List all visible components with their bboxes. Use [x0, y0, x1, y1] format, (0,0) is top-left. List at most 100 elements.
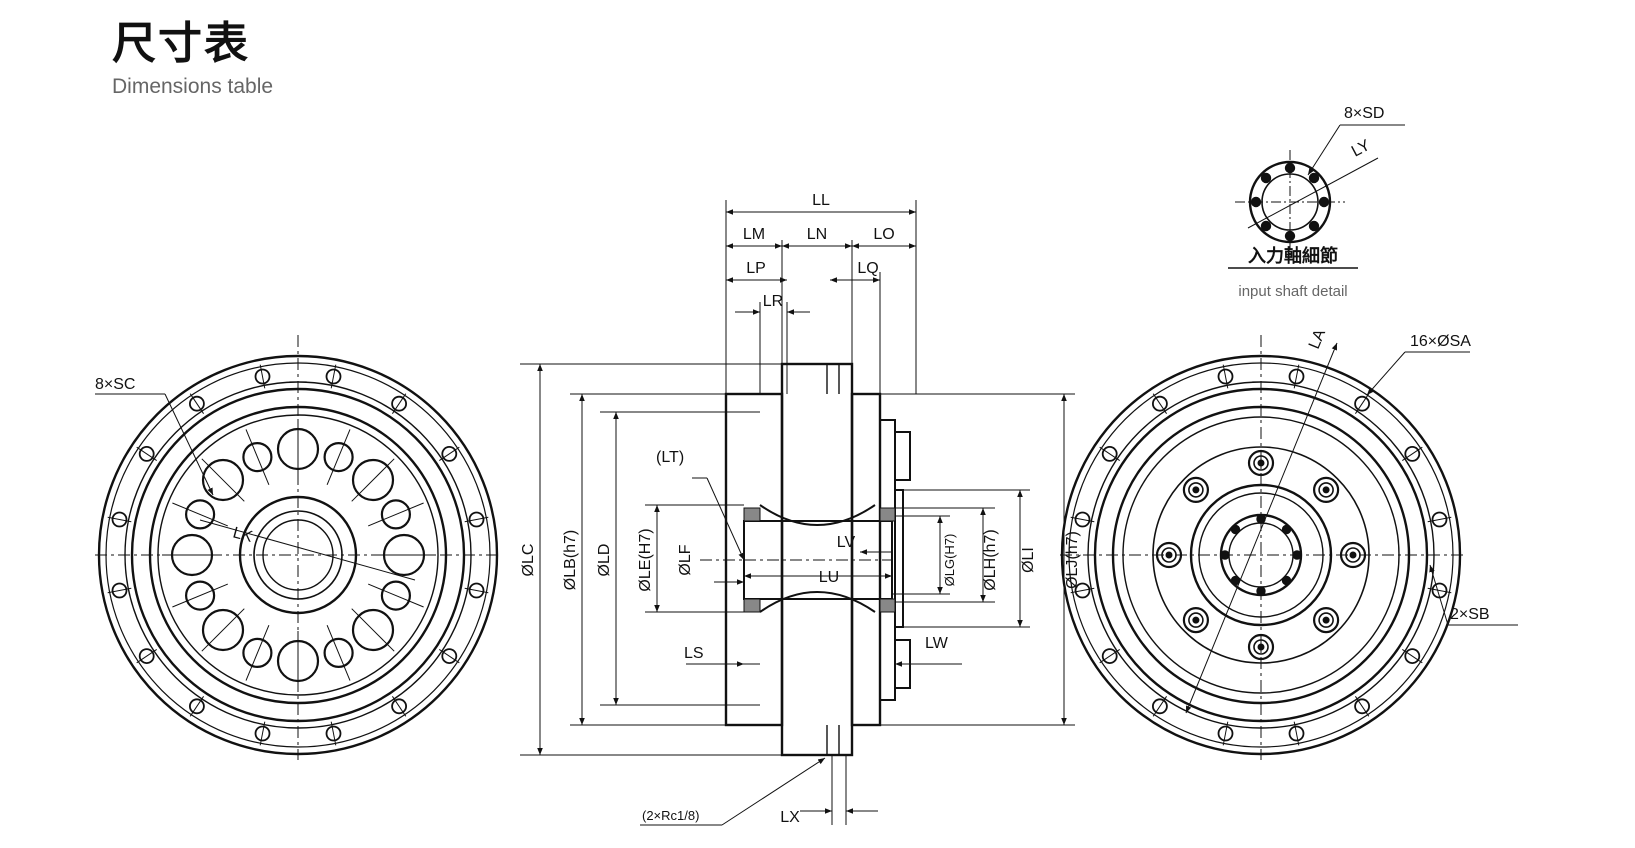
hole-centerline: [1152, 696, 1168, 717]
mounting-hole: [468, 511, 485, 528]
mounting-hole: [325, 725, 342, 742]
label-lq: LQ: [857, 260, 878, 277]
bolt-hole-core: [1349, 551, 1357, 559]
label-lo: LO: [873, 226, 894, 243]
input-small-hole: [1220, 550, 1230, 560]
hole-centerline: [326, 429, 351, 485]
mounting-hole: [1152, 698, 1168, 715]
label-lf: ØLF: [677, 544, 694, 575]
label-lj: ØLJ(h7): [1064, 531, 1081, 589]
mounting-hole: [1354, 395, 1370, 412]
label-ld: ØLD: [596, 544, 613, 577]
detail-hole: [1284, 162, 1296, 174]
detail-holes: [1250, 162, 1330, 242]
bolt-hole-core: [1257, 643, 1265, 651]
section-left-labels: ØLC ØLB(h7) ØLD ØLE(H7) ØLF: [520, 528, 694, 591]
label-li: ØLI: [1020, 547, 1037, 573]
detail-hole: [1284, 230, 1296, 242]
bolt-hole-core: [1257, 459, 1265, 467]
label-rc: (2×Rc1/8): [642, 808, 699, 823]
label-lu: LU: [819, 569, 839, 586]
label-ln: LN: [807, 226, 827, 243]
label-lw: LW: [925, 635, 949, 652]
output-hole-large: [351, 458, 395, 502]
mounting-holes-outer: [107, 364, 489, 746]
hole-centerline: [368, 502, 424, 527]
label-ll: LL: [812, 192, 830, 209]
detail-hole: [1308, 220, 1320, 232]
hole-centerline: [245, 429, 270, 485]
detail-hole: [1260, 220, 1272, 232]
hole-centerline: [1070, 516, 1095, 523]
hole-centerline: [201, 608, 245, 652]
input-small-hole: [1230, 575, 1241, 586]
hole-centerline: [1354, 393, 1370, 414]
hole-centerline: [330, 721, 337, 746]
mounting-hole: [468, 582, 485, 599]
label-lk: LK: [231, 524, 255, 546]
hole-centerline: [330, 364, 337, 389]
hole-centerline: [1427, 516, 1452, 523]
detail-caption-jp: 入力軸細節: [1248, 245, 1338, 267]
hole-centerline: [1427, 587, 1452, 594]
detail-hole: [1318, 196, 1330, 208]
output-hole-large: [351, 608, 395, 652]
mounting-hole: [325, 368, 342, 385]
hole-centerline: [1293, 364, 1300, 389]
hole-centerline: [1070, 587, 1095, 594]
bolt-hole-core: [1192, 486, 1200, 494]
bolt-hole-inner: [1345, 547, 1361, 563]
label-16xsa: 16×ØSA: [1410, 333, 1471, 350]
bolt-hole-core: [1165, 551, 1173, 559]
label-le: ØLE(H7): [637, 528, 654, 591]
mounting-hole: [111, 511, 128, 528]
input-small-hole: [1292, 550, 1302, 560]
hole-centerline: [1152, 393, 1168, 414]
output-holes-ring: [162, 419, 434, 691]
hole-centerline: [259, 721, 266, 746]
label-lh: ØLH(h7): [982, 529, 999, 590]
output-hole-small: [323, 637, 354, 669]
hole-centerline: [464, 587, 489, 594]
label-lv: LV: [837, 534, 856, 551]
output-hole-small: [242, 442, 273, 473]
hole-centerline: [1354, 696, 1370, 717]
mounting-hole: [1354, 698, 1370, 715]
mounting-hole: [138, 445, 155, 462]
hole-centerline: [172, 502, 228, 527]
hole-centerline: [1402, 446, 1423, 462]
mounting-hole: [1288, 725, 1305, 742]
hole-centerline: [107, 516, 132, 523]
hole-centerline: [368, 583, 424, 608]
hole-centerline: [136, 648, 157, 664]
mounting-hole: [1217, 725, 1234, 742]
output-hole-large: [201, 458, 245, 502]
bolt-hole-core: [1192, 616, 1200, 624]
input-small-hole: [1256, 586, 1266, 596]
detail-hole: [1308, 172, 1320, 184]
output-hole-small: [185, 499, 216, 530]
page-subtitle: Dimensions table: [112, 75, 274, 98]
mounting-hole: [138, 648, 155, 664]
mounting-hole: [441, 648, 458, 664]
label-lc: ØLC: [520, 544, 537, 577]
mounting-hole: [1101, 648, 1118, 664]
bolt-hole-outer: [1155, 541, 1183, 569]
hole-centerline: [1099, 648, 1120, 664]
output-hole-small: [380, 499, 411, 530]
bolt-hole-outer: [1339, 541, 1367, 569]
hole-centerline: [326, 625, 351, 681]
mounting-hole: [188, 395, 205, 412]
mounting-hole: [254, 725, 271, 742]
hole-centerline: [1402, 648, 1423, 664]
mounting-hole: [441, 445, 458, 462]
mounting-hole: [188, 698, 205, 715]
detail-hole: [1250, 196, 1262, 208]
output-hole-small: [185, 580, 216, 611]
hole-centerline: [439, 648, 460, 664]
detail-caption-en: input shaft detail: [1238, 283, 1347, 300]
mounting-hole: [1152, 395, 1168, 412]
mounting-hole: [1101, 445, 1118, 462]
output-hole-small: [380, 580, 411, 611]
hole-centerline: [351, 608, 395, 652]
